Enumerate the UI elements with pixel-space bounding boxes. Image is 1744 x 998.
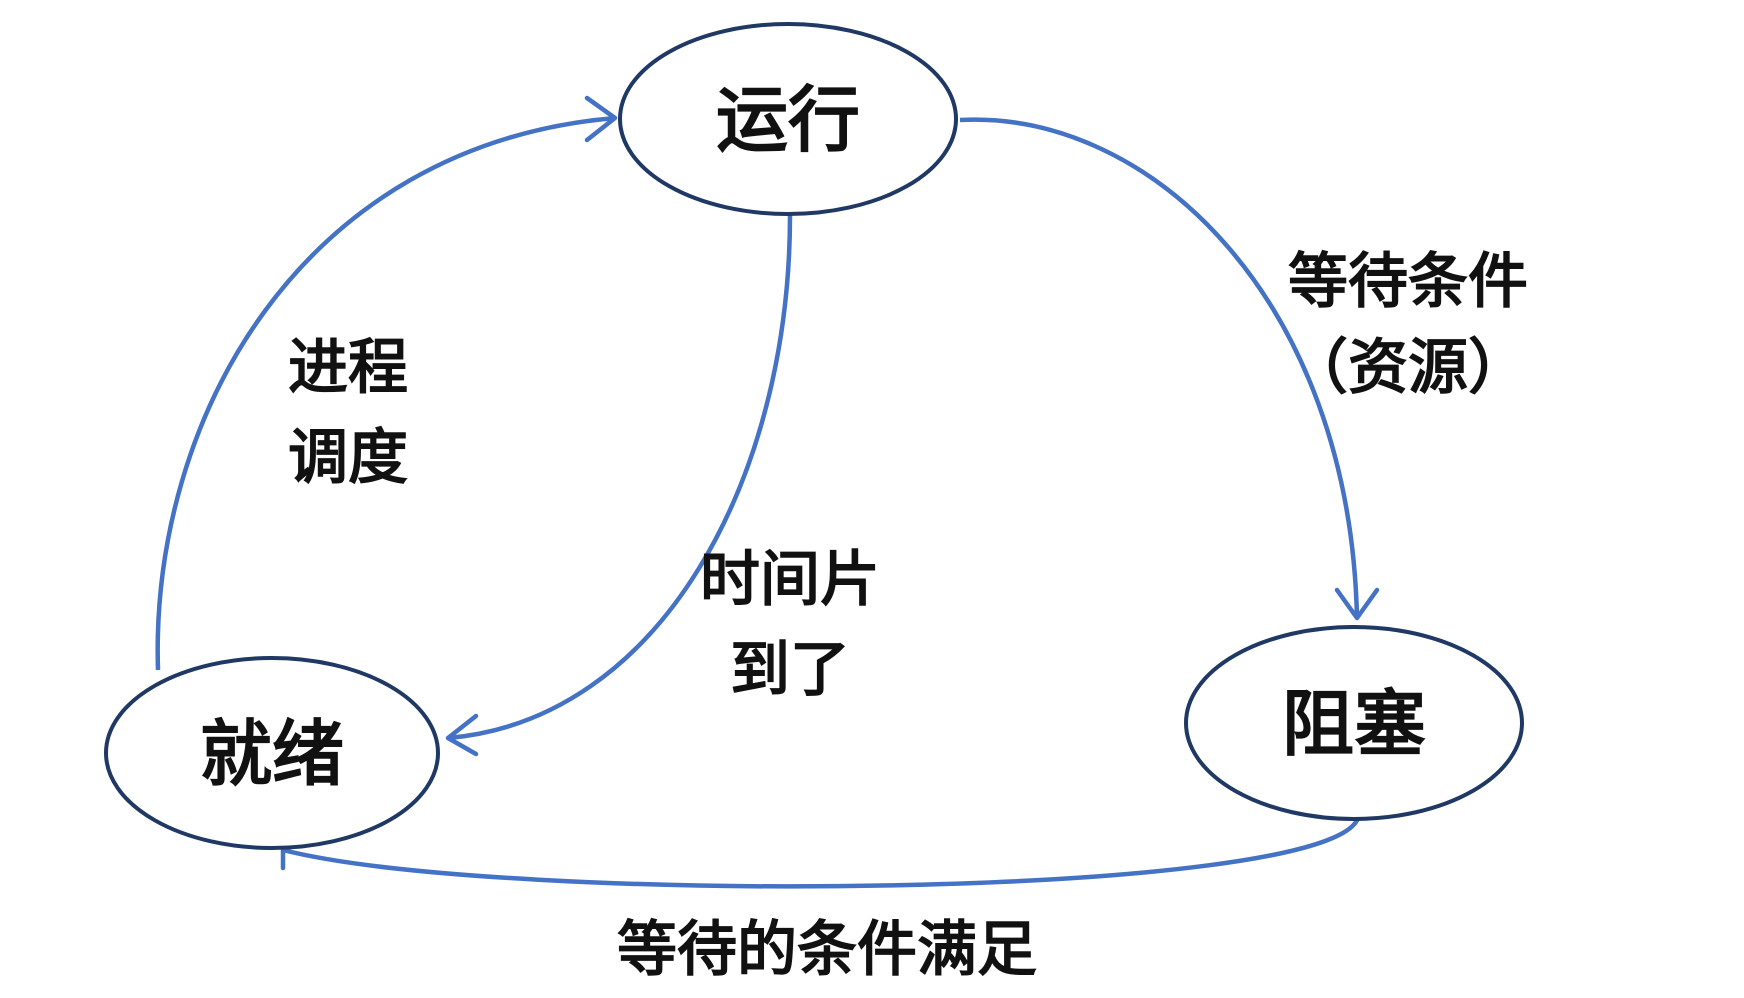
- state-node-running[interactable]: 运行: [618, 22, 958, 216]
- edge-label-wait-condition-line-2: （资源）: [1288, 333, 1528, 403]
- arrowhead-to-running: [584, 95, 618, 143]
- edge-label-process-scheduling-line-1: 进程: [288, 333, 408, 403]
- edge-label-wait-condition: 等待条件 （资源）: [1288, 247, 1528, 403]
- edge-label-time-slice-line-2: 到了: [730, 635, 850, 705]
- edge-label-time-slice-line-1: 时间片: [700, 545, 880, 615]
- state-node-ready[interactable]: 就绪: [104, 656, 440, 850]
- edge-running-to-ready-line: [447, 214, 793, 741]
- edge-blocked-to-ready-line: [282, 817, 1361, 889]
- edge-running-to-ready: [445, 214, 793, 757]
- state-node-blocked-label: 阻塞: [1282, 682, 1426, 766]
- state-node-blocked-shape: [1184, 625, 1524, 821]
- state-node-ready-label: 就绪: [200, 712, 344, 796]
- edge-running-to-blocked-line: [959, 117, 1360, 619]
- edge-running-to-blocked: [959, 117, 1380, 621]
- edge-label-time-slice: 时间片 到了: [700, 545, 880, 705]
- edge-label-wait-condition-line-1: 等待条件: [1288, 247, 1528, 317]
- arrowhead-to-ready: [445, 713, 479, 757]
- edge-label-condition-satisfied: 等待的条件满足: [617, 915, 1037, 985]
- edge-label-condition-satisfied-line-1: 等待的条件满足: [617, 915, 1037, 985]
- state-node-running-label: 运行: [716, 78, 860, 162]
- edge-label-process-scheduling-line-2: 调度: [288, 423, 408, 493]
- state-node-ready-shape: [104, 656, 440, 850]
- state-node-blocked[interactable]: 阻塞: [1184, 625, 1524, 821]
- arrowhead-to-blocked: [1334, 587, 1380, 621]
- state-node-running-shape: [618, 22, 958, 216]
- edge-ready-to-running: [155, 95, 618, 671]
- edge-blocked-to-ready: [280, 817, 1361, 889]
- edge-label-process-scheduling: 进程 调度: [288, 333, 408, 493]
- edge-ready-to-running-line: [155, 115, 616, 671]
